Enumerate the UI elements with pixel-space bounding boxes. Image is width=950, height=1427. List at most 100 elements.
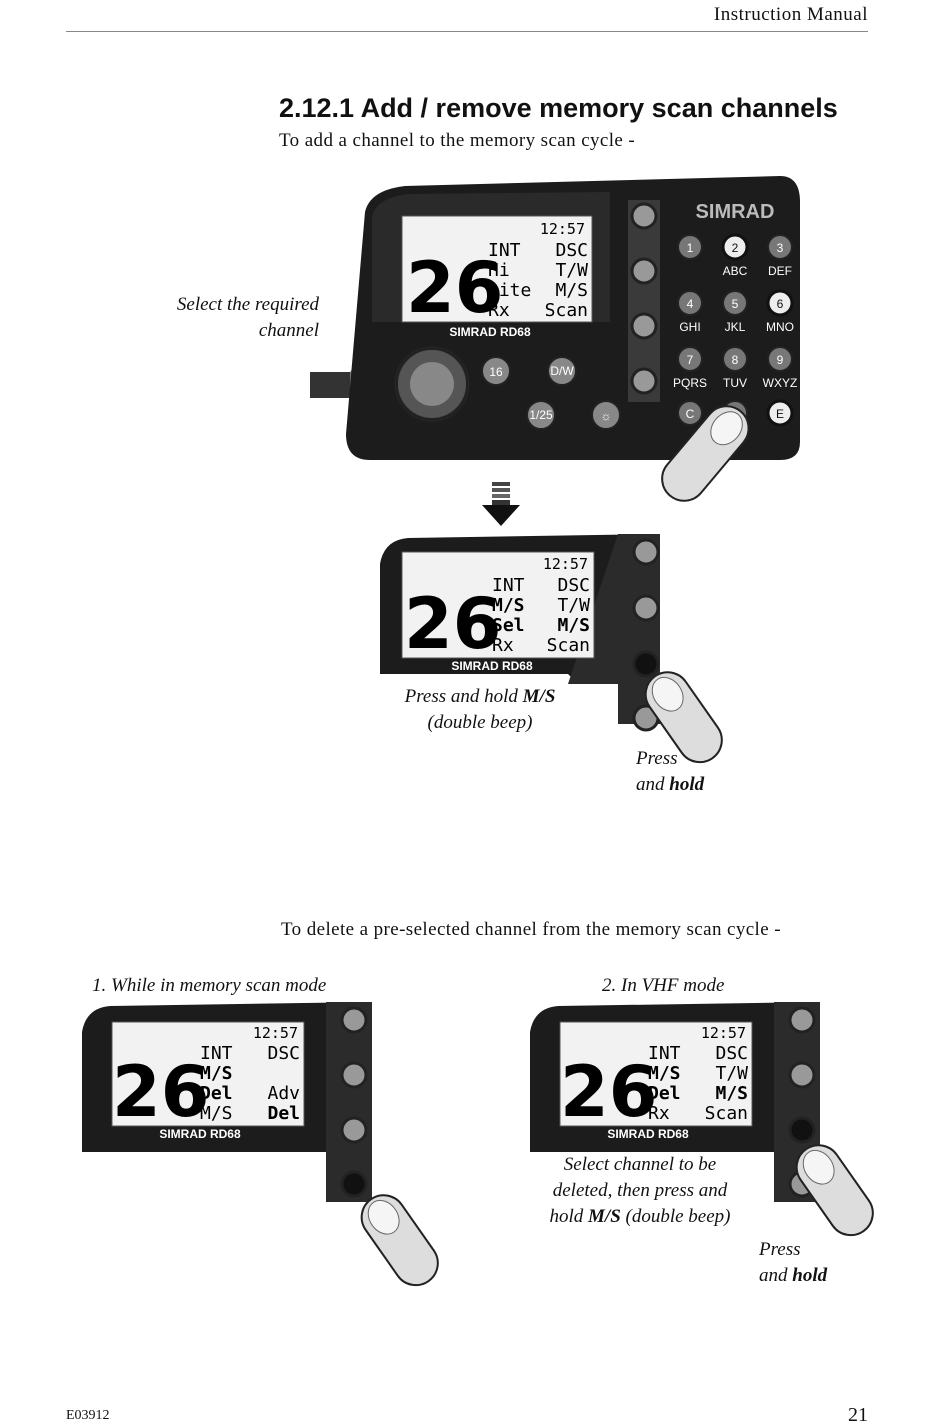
lcd-time: 12:57 xyxy=(701,1024,746,1042)
lcd-channel-number: 26 xyxy=(560,1051,657,1133)
vhf-mode-caption: 2. In VHF mode xyxy=(602,975,725,996)
channel-16-button[interactable] xyxy=(481,356,511,386)
keypad-key[interactable] xyxy=(767,234,793,260)
soft-key-2[interactable] xyxy=(340,1061,368,1089)
lcd-right-label: T/W xyxy=(557,595,590,616)
lcd-time: 12:57 xyxy=(543,555,588,573)
soft-key-ms[interactable] xyxy=(632,650,660,678)
lcd-left-label: Del xyxy=(648,1083,681,1104)
key-number: 3 xyxy=(777,241,784,255)
caption-line: deleted, then press and xyxy=(552,1180,728,1201)
brand-logo: SIMRAD xyxy=(696,201,775,223)
lcd-channel-number: 26 xyxy=(404,583,501,665)
soft-key-del[interactable] xyxy=(340,1170,368,1198)
keypad-key[interactable] xyxy=(722,346,748,372)
keypad-key[interactable] xyxy=(677,400,703,426)
key-letters: JKL xyxy=(725,320,746,334)
keypad-key[interactable] xyxy=(766,399,794,427)
caption-line: and xyxy=(759,1265,793,1286)
lcd-left-label: Rx xyxy=(488,300,510,321)
soft-key-4[interactable] xyxy=(630,367,658,395)
key-number: C xyxy=(686,407,695,421)
lcd-right-label: Del xyxy=(267,1103,300,1124)
document-code: E03912 xyxy=(66,1408,110,1423)
soft-key-column xyxy=(568,534,660,724)
bulb-icon: ☼ xyxy=(601,409,612,423)
key-number: 7 xyxy=(687,353,694,367)
lcd-right-label: T/W xyxy=(715,1063,748,1084)
knob-cap xyxy=(410,362,454,406)
keypad-key[interactable] xyxy=(677,234,703,260)
key-number: 6 xyxy=(777,297,784,311)
soft-key-1[interactable] xyxy=(340,1006,368,1034)
keypad-key[interactable] xyxy=(722,290,748,316)
lcd-right-label: Scan xyxy=(547,635,590,656)
caption-line: channel xyxy=(258,320,319,341)
lcd-right-label: DSC xyxy=(555,240,588,261)
soft-key-ms[interactable] xyxy=(788,1116,816,1144)
model-label: SIMRAD RD68 xyxy=(451,659,533,673)
caption-line: Select the required xyxy=(176,294,319,315)
lcd-right-label: DSC xyxy=(267,1043,300,1064)
caption-line: Press xyxy=(759,1239,801,1260)
page-number: 21 xyxy=(848,1404,868,1426)
caption-emphasis: M/S xyxy=(522,686,556,707)
soft-key-2[interactable] xyxy=(632,594,660,622)
press-hold-ms-caption: Press and hold M/S (double beep) xyxy=(380,684,580,736)
soft-key-2[interactable] xyxy=(630,257,658,285)
lcd-left-label: INT xyxy=(488,240,521,261)
soft-key-column xyxy=(326,1002,372,1202)
header-rule xyxy=(66,31,868,32)
radio-display-scan-delete: 12:57 26 INT M/S Del M/S DSC Adv Del SIM… xyxy=(82,1002,439,1287)
key-number: 2 xyxy=(732,241,739,255)
button-label: 16 xyxy=(489,365,503,379)
caption-line: Press and hold xyxy=(404,686,523,707)
lcd-left-label: Rx xyxy=(648,1103,670,1124)
soft-key-1[interactable] xyxy=(788,1006,816,1034)
finger-pressing-icon xyxy=(661,405,750,502)
soft-key-2[interactable] xyxy=(788,1061,816,1089)
caption-emphasis: hold xyxy=(792,1265,828,1286)
light-button[interactable] xyxy=(591,400,621,430)
keypad-key[interactable] xyxy=(721,233,749,261)
key-number: 5 xyxy=(732,297,739,311)
keypad-key[interactable] xyxy=(767,346,793,372)
caption-line: (double beep) xyxy=(620,1206,731,1227)
lcd-left-label: INT xyxy=(492,575,525,596)
lcd-screen xyxy=(401,215,593,323)
lcd-right-label: Adv xyxy=(267,1083,300,1104)
lcd-left-label: M/S xyxy=(648,1063,681,1084)
lcd-left-label: Hi xyxy=(488,260,510,281)
lcd-time: 12:57 xyxy=(540,220,585,238)
key-letters: GHI xyxy=(679,320,700,334)
keypad-key[interactable] xyxy=(677,290,703,316)
button-label: D/W xyxy=(550,364,574,378)
key-letters: WXYZ xyxy=(763,376,798,390)
delete-intro-text: To delete a pre-selected channel from th… xyxy=(281,919,781,940)
soft-key-3[interactable] xyxy=(340,1116,368,1144)
lcd-screen xyxy=(559,1021,753,1127)
key-number: 8 xyxy=(732,353,739,367)
soft-key-3[interactable] xyxy=(630,312,658,340)
model-label: SIMRAD RD68 xyxy=(159,1127,241,1141)
lcd-left-label: INT xyxy=(648,1043,681,1064)
radio-display-vhf-delete: 12:57 26 INT M/S Del Rx DSC T/W M/S Scan… xyxy=(530,1002,874,1237)
finger-pressing-icon xyxy=(795,1144,874,1237)
soft-key-1[interactable] xyxy=(630,202,658,230)
keypad-key[interactable] xyxy=(677,346,703,372)
press-and-hold-caption: Press and hold xyxy=(636,746,704,798)
keypad-key[interactable] xyxy=(766,289,794,317)
lcd-left-label: Rx xyxy=(492,635,514,656)
lcd-screen xyxy=(401,551,595,659)
radio-front-panel: 12:57 26 INT Hi Lite Rx DSC T/W M/S Scan… xyxy=(310,176,800,502)
dual-watch-button[interactable] xyxy=(547,356,577,386)
lcd-right-label: M/S xyxy=(555,280,588,301)
lcd-right-label: DSC xyxy=(557,575,590,596)
down-arrow-icon xyxy=(482,482,520,526)
key-letters: TUV xyxy=(723,376,747,390)
soft-key-1[interactable] xyxy=(632,538,660,566)
lcd-left-label: M/S xyxy=(200,1063,233,1084)
key-number: E xyxy=(776,407,784,421)
lcd-left-label: M/S xyxy=(492,595,525,616)
power-1-25-button[interactable] xyxy=(526,400,556,430)
